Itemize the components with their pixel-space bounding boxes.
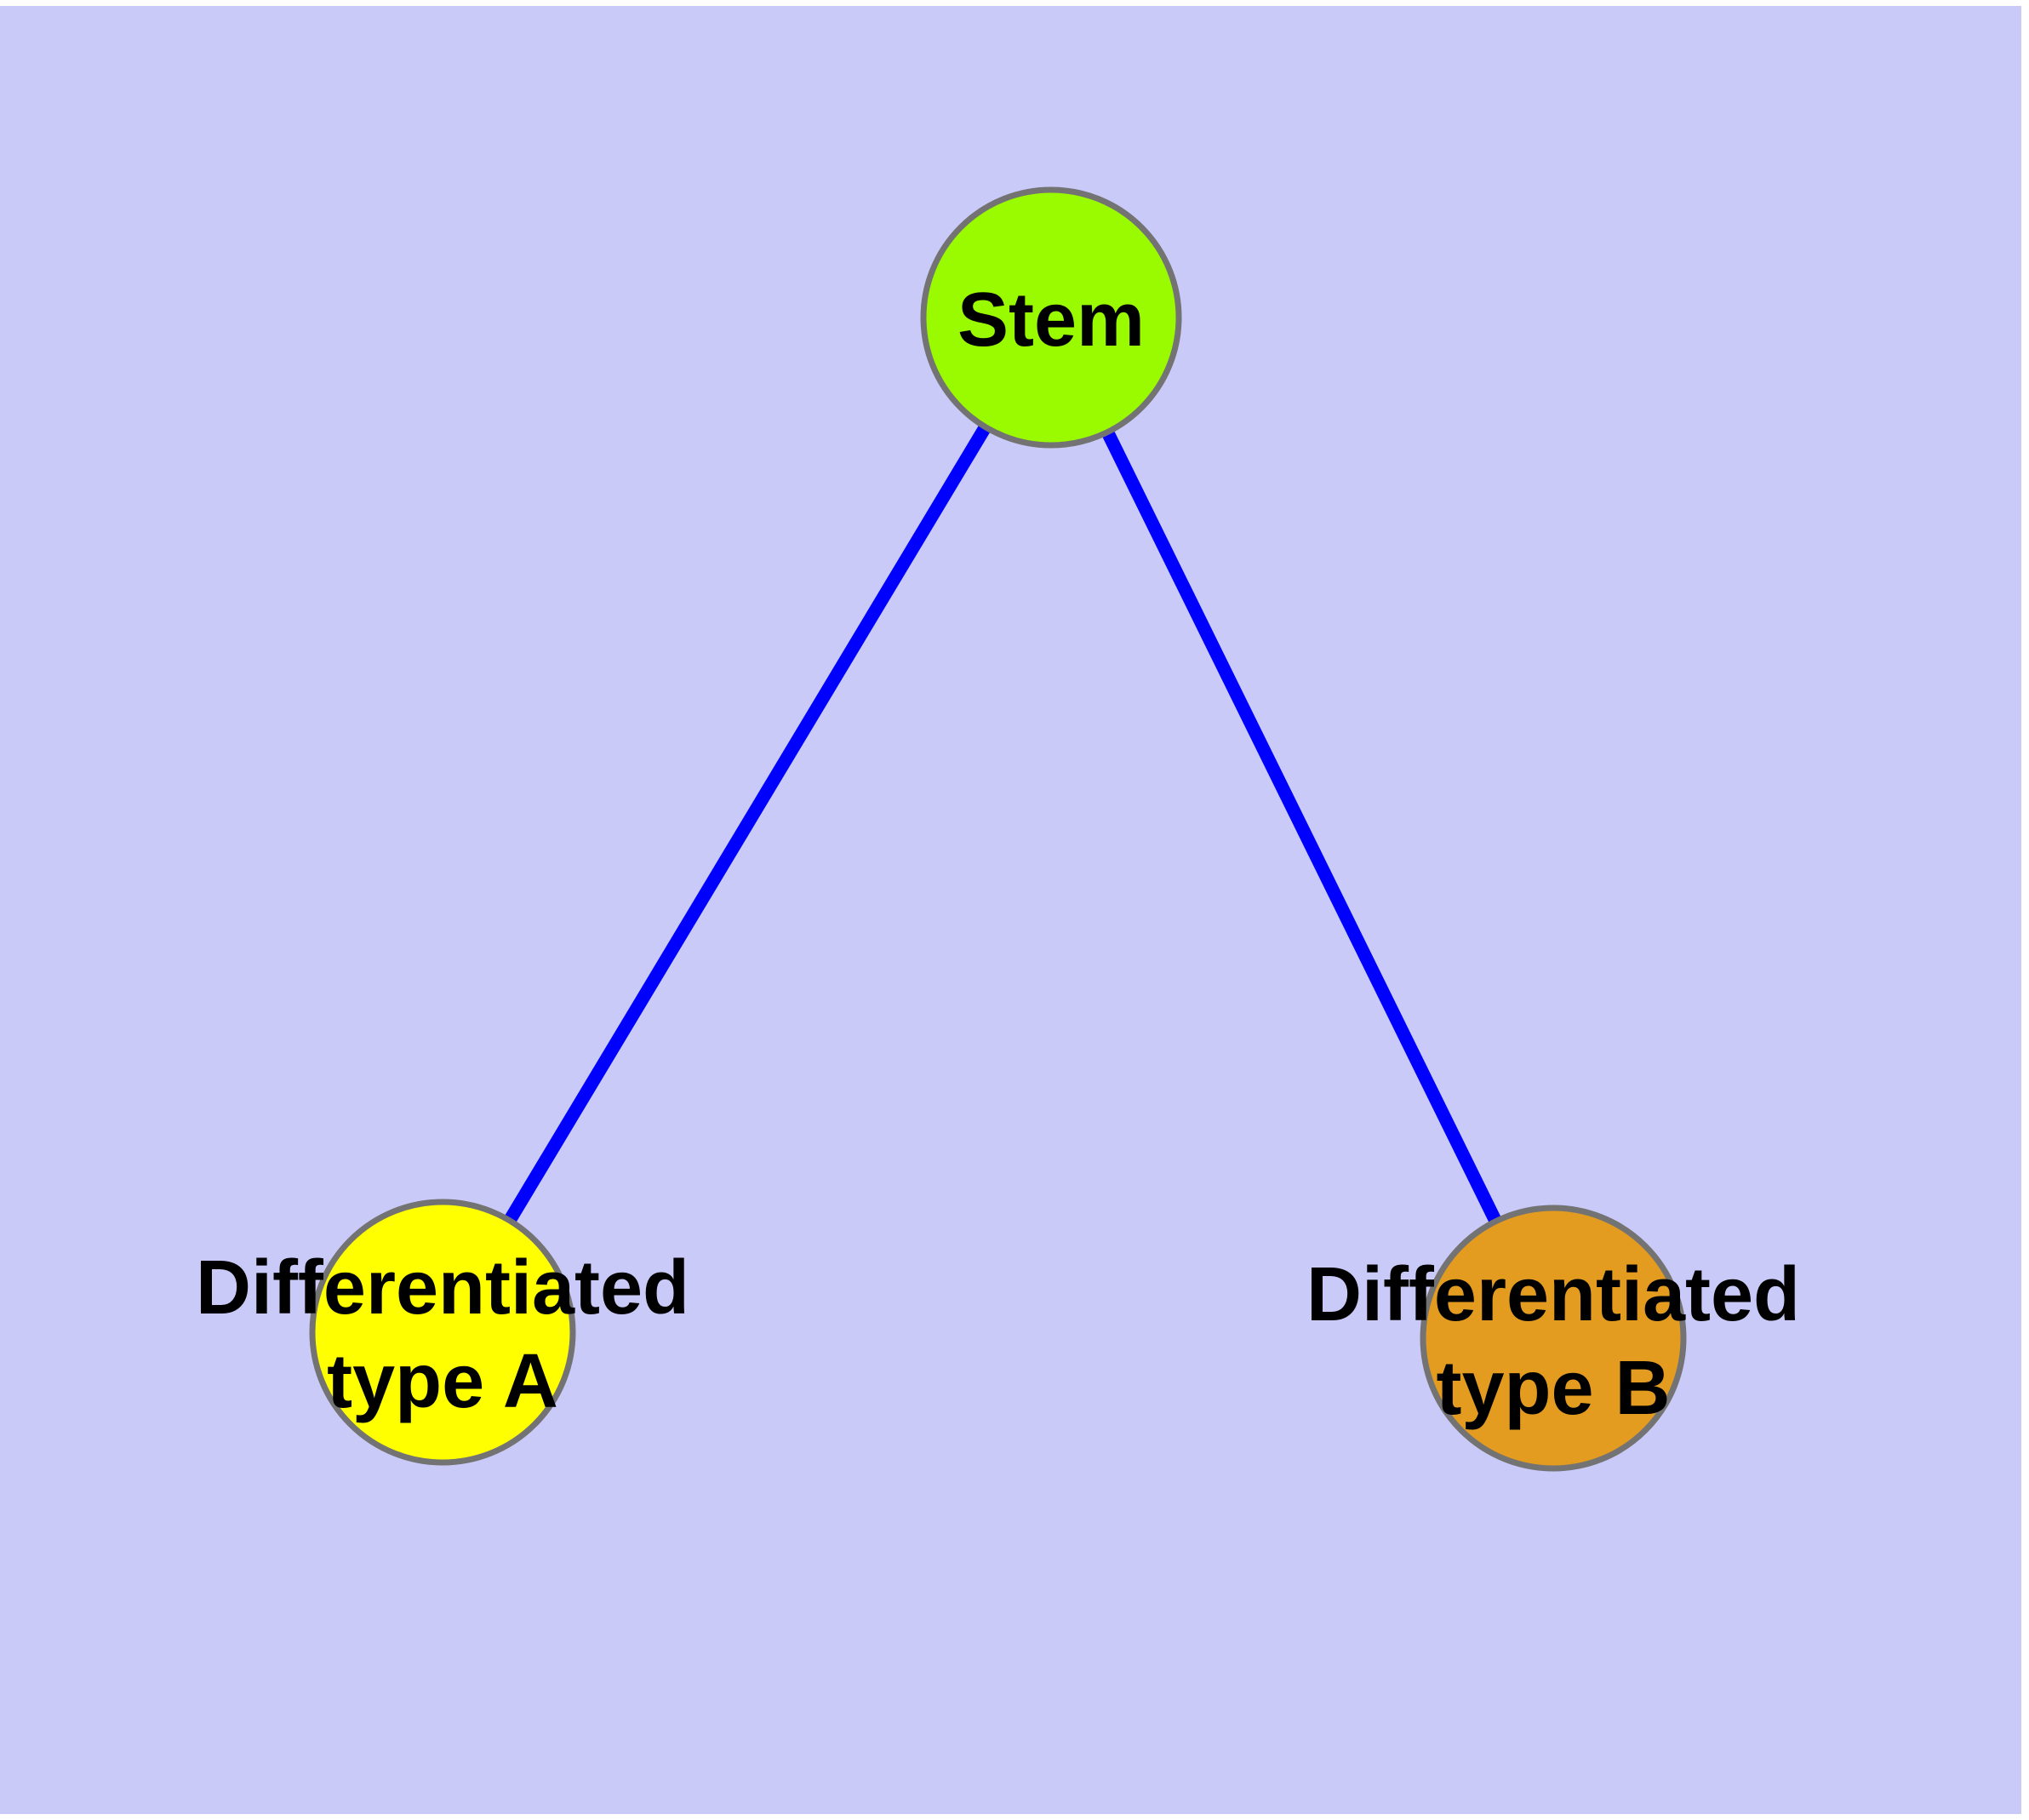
node-differentiated-type-a-circle <box>309 1199 576 1466</box>
node-differentiated-type-a-label-line1: Differentiated <box>196 1245 689 1331</box>
node-label-group: Stem Differentiated type A Differentiate… <box>196 278 1800 1431</box>
node-differentiated-type-a-label-line2: type A <box>327 1339 558 1424</box>
edge-stem-to-type-a <box>437 314 1057 1336</box>
node-group <box>309 186 1687 1472</box>
node-differentiated-type-b-label-line2: type B <box>1436 1346 1670 1431</box>
node-differentiated-type-b-label-line1: Differentiated <box>1306 1252 1800 1337</box>
node-stem-circle <box>920 186 1182 449</box>
edge-group <box>437 314 1559 1342</box>
node-differentiated-type-b-circle <box>1420 1205 1687 1472</box>
edge-stem-to-type-b <box>1045 314 1559 1342</box>
node-stem-label: Stem <box>957 278 1145 363</box>
